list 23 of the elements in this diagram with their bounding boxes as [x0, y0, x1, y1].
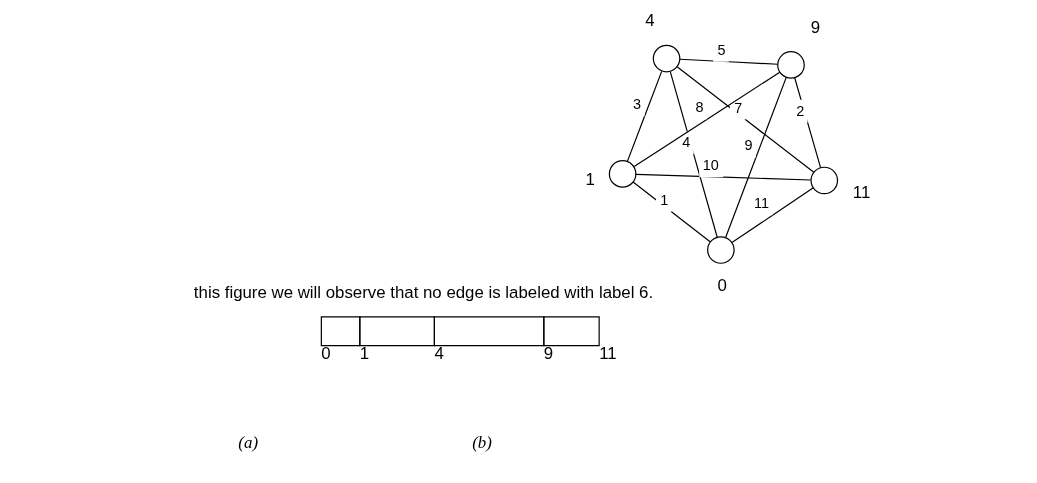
node-label: 11 — [852, 183, 870, 203]
node-label: 0 — [717, 276, 727, 296]
edge-label: 8 — [695, 99, 704, 116]
node-label: 4 — [644, 11, 655, 31]
edge-label: 3 — [632, 96, 641, 113]
label: 4 — [433, 344, 444, 364]
label: 11 — [598, 344, 617, 364]
label: (a) — [237, 433, 258, 453]
edge-label: 5 — [716, 41, 725, 58]
edge-label: 4 — [681, 134, 690, 151]
label: this figure we will observe that no edge is labeled with label 6. — [193, 282, 653, 302]
edge-label: 2 — [795, 102, 804, 119]
edge-label: 7 — [733, 99, 742, 116]
label: 0 — [320, 344, 331, 364]
edge-label: 1 — [659, 191, 668, 208]
node-label: 9 — [810, 17, 820, 37]
node-label: 1 — [584, 170, 595, 189]
label: 1 — [359, 344, 369, 364]
label: 9 — [543, 344, 553, 364]
edge-label: 10 — [702, 157, 719, 174]
edge-label: 11 — [753, 195, 769, 212]
edge-label: 9 — [744, 137, 753, 154]
label: (b) — [471, 433, 492, 453]
